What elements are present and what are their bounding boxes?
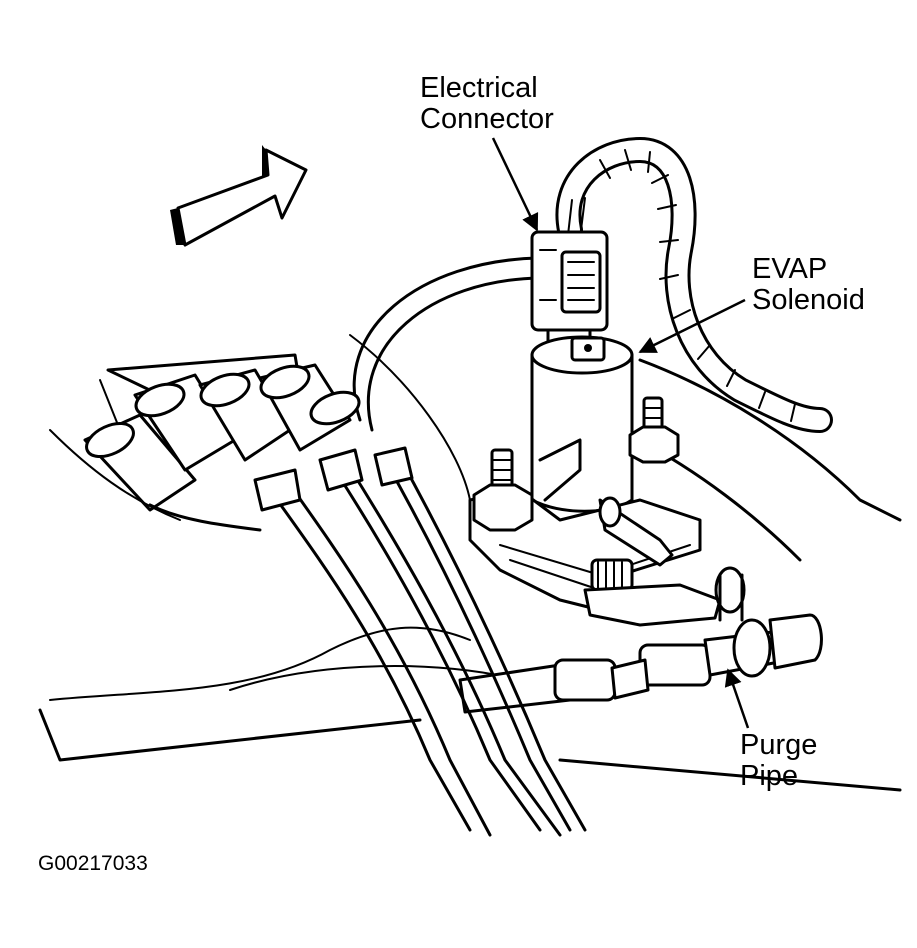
purge-pipe-label-line2: Pipe [740, 760, 799, 792]
callout-leaders [491, 137, 750, 729]
mounting-studs [472, 396, 680, 532]
evap-solenoid-label-line2: Solenoid [752, 284, 865, 316]
electrical-connector-label: Electrical Connector [420, 73, 554, 135]
electrical-connector-label-line2: Connector [420, 103, 554, 135]
evap-solenoid [530, 335, 634, 513]
vacuum-ports [583, 496, 722, 627]
purge-pipe-label: Purge Pipe [740, 730, 817, 792]
purge-pipe-label-line1: Purge [740, 729, 818, 761]
electrical-connector [530, 230, 609, 347]
evap-solenoid-label-line1: EVAP [752, 253, 828, 285]
purge-pipe [458, 566, 823, 714]
figure-id: G00217033 [38, 852, 148, 875]
electrical-connector-label-line1: Electrical [420, 72, 538, 104]
forward-direction-arrow-icon [170, 145, 308, 247]
evap-solenoid-label: EVAP Solenoid [752, 254, 865, 316]
wire-harness [555, 136, 833, 433]
spark-plug-wires [49, 353, 587, 837]
engine-background [38, 256, 902, 792]
